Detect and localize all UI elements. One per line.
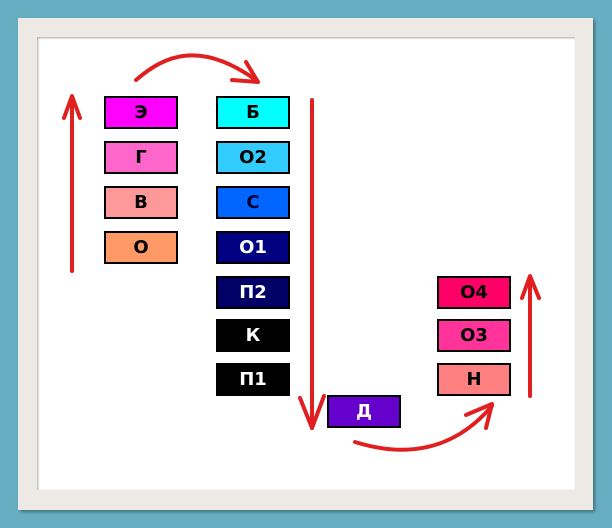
arrow-curve-bottom [353, 402, 494, 452]
box-o4: О4 [437, 276, 511, 309]
box-label: Б [246, 102, 260, 123]
arrow-up-right [520, 274, 541, 398]
box-p2: П2 [216, 276, 290, 309]
box-label: О [133, 237, 149, 258]
box-n: Н [437, 363, 511, 396]
box-label: Н [466, 369, 482, 390]
box-label: П2 [239, 282, 267, 303]
box-k: К [216, 319, 290, 352]
box-label: О2 [239, 147, 267, 168]
box-g: Г [104, 141, 178, 174]
box-o: О [104, 231, 178, 264]
box-o1: О1 [216, 231, 290, 264]
box-d: Д [327, 395, 401, 428]
box-b: Б [216, 96, 290, 129]
box-v: В [104, 186, 178, 219]
box-label: О4 [460, 282, 488, 303]
box-e: Э [104, 96, 178, 129]
box-label: Э [134, 102, 148, 123]
box-o3: О3 [437, 319, 511, 352]
box-p1: П1 [216, 363, 290, 396]
arrow-up-left [62, 94, 82, 273]
box-label: Г [135, 147, 147, 168]
box-o2: О2 [216, 141, 290, 174]
box-label: П1 [239, 369, 267, 390]
box-label: С [246, 192, 260, 213]
box-label: К [245, 325, 261, 346]
arrow-curve-top [134, 53, 260, 84]
arrow-down-middle [298, 98, 326, 430]
box-label: Д [355, 401, 373, 422]
box-label: О1 [239, 237, 267, 258]
box-label: В [134, 192, 148, 213]
box-label: О3 [460, 325, 488, 346]
box-s: С [216, 186, 290, 219]
